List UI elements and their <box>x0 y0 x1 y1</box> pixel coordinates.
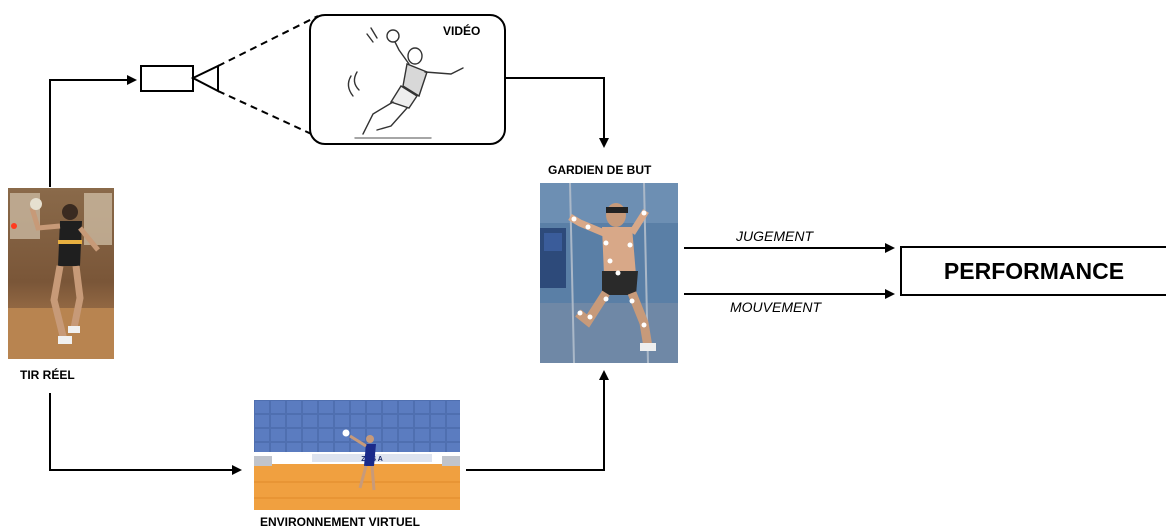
handball-sketch-illustration <box>347 27 464 139</box>
camera-view-line-top <box>217 15 319 67</box>
performance-label: PERFORMANCE <box>943 258 1125 284</box>
arrow-virtual-to-goalkeeper <box>466 370 609 471</box>
goalkeeper-label: GARDIEN DE BUT <box>548 163 652 177</box>
goalkeeper-photo <box>540 183 678 363</box>
video-node: VIDÉO <box>309 14 506 145</box>
performance-node: PERFORMANCE <box>900 246 1166 296</box>
virtual-environment-label: ENVIRONNEMENT VIRTUEL <box>260 515 421 529</box>
judgement-label: JUGEMENT <box>736 228 813 244</box>
arrow-realshot-to-virtual <box>49 393 242 475</box>
arrow-realshot-to-camera <box>49 75 137 187</box>
real-shot-photo <box>8 188 114 359</box>
arrow-video-to-goalkeeper <box>503 77 609 148</box>
virtual-arena-image: Z I S A <box>254 400 460 510</box>
real-shot-image <box>8 188 114 359</box>
virtual-environment-image: Z I S A <box>254 400 460 510</box>
camera-lens-icon <box>190 64 219 93</box>
video-label: VIDÉO <box>443 24 481 38</box>
goalkeeper-image <box>540 183 678 363</box>
real-shot-label: TIR RÉEL <box>20 368 75 382</box>
movement-label: MOUVEMENT <box>730 299 821 315</box>
camera-icon <box>140 65 194 92</box>
camera-view-line-bottom <box>217 90 319 138</box>
